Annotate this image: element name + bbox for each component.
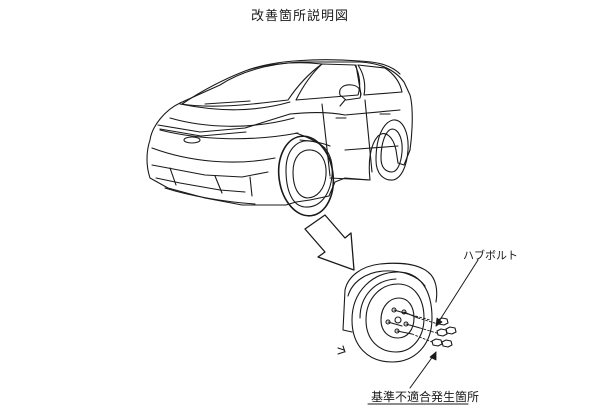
hub-nuts [431, 317, 457, 348]
defect-location-label: 基準不適合発生箇所 [371, 390, 480, 404]
hub-bolt-label: ハブボルト [463, 249, 518, 262]
wheel-highlight-circle [277, 135, 335, 217]
zoom-arrow-icon [304, 214, 355, 271]
hub-bolt-leader-line [435, 259, 479, 327]
bolt-leader-lines [407, 313, 441, 343]
defect-arrow-icon [429, 351, 437, 361]
page-title: 改善箇所説明図 [250, 9, 349, 24]
hub-bolt-arrow-icon [435, 317, 443, 327]
vehicle-illustration [146, 59, 413, 208]
wheel-detail-illustration [337, 262, 438, 363]
